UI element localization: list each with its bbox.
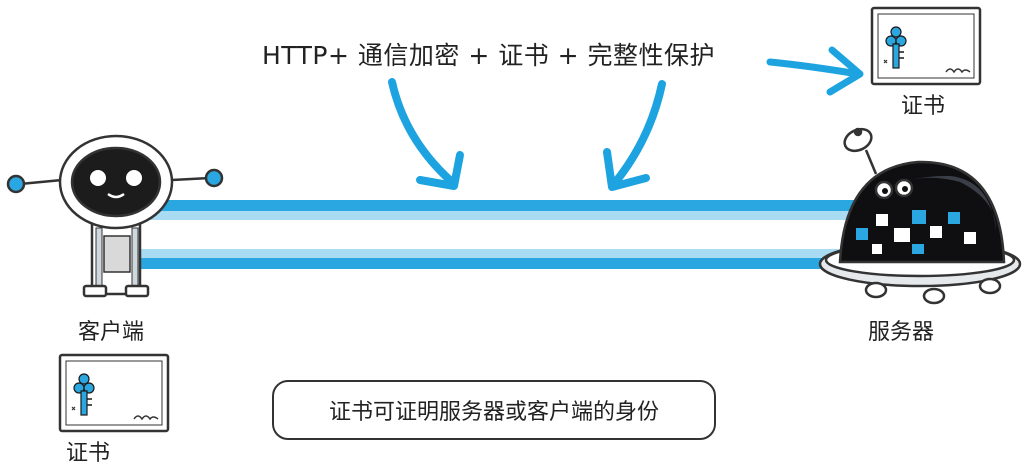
note-text: 证书可证明服务器或客户端的身份: [328, 400, 659, 425]
down-arrow-icon: [603, 80, 666, 191]
communication-lines: [140, 200, 875, 269]
headline: HTTP+ 通信加密 + 证书 + 完整性保护: [262, 41, 716, 70]
server-robot-icon: [818, 127, 1022, 305]
down-arrow-icon: [388, 78, 464, 190]
lower-line-light: [140, 249, 875, 258]
certificate-bottom-label: 证书: [66, 441, 111, 466]
right-arrow-icon: [766, 46, 864, 96]
certificate-icon: [870, 6, 982, 86]
note-box: 证书可证明服务器或客户端的身份: [272, 380, 716, 440]
client-robot-icon: [6, 134, 224, 298]
upper-line: [140, 200, 875, 211]
client-label: 客户端: [78, 320, 145, 345]
lower-line: [140, 258, 875, 269]
certificate-icon: [58, 353, 170, 433]
upper-line-light: [140, 211, 875, 220]
certificate-top-label: 证书: [901, 94, 946, 119]
server-label: 服务器: [868, 320, 935, 345]
